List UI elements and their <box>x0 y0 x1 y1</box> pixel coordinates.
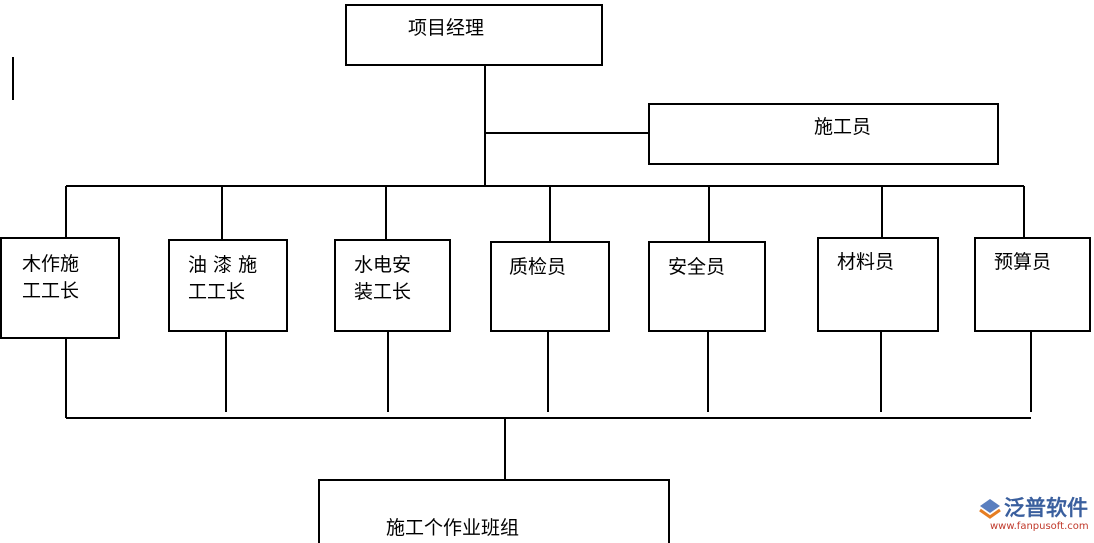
node-role-label-line2: 工工长 <box>188 281 245 303</box>
watermark-name: 泛普软件 <box>1004 496 1088 520</box>
watermark: 泛普软件 www.fanpusoft.com <box>979 496 1089 532</box>
node-role-painting: 油 漆 施 工工长 <box>168 239 288 332</box>
node-role-label-line2: 装工长 <box>354 281 411 303</box>
fanpu-logo-icon <box>979 499 1001 519</box>
node-role-label-line1: 材料员 <box>837 251 894 273</box>
node-role-label-line2: 工工长 <box>22 280 79 302</box>
node-role-safety-officer: 安全员 <box>648 241 766 332</box>
node-role-plumbing-electrical: 水电安 装工长 <box>334 239 451 332</box>
node-work-team-label: 施工个作业班组 <box>386 517 519 539</box>
node-role-label-line1: 油 漆 施 <box>188 254 257 276</box>
node-role-quality-inspector: 质检员 <box>490 241 610 332</box>
node-manager-label: 项目经理 <box>408 17 484 39</box>
node-role-label-line1: 预算员 <box>994 251 1051 273</box>
node-supervisor: 施工员 <box>648 103 999 165</box>
node-work-team: 施工个作业班组 <box>318 479 670 543</box>
node-role-label-line1: 水电安 <box>354 254 411 276</box>
node-supervisor-label: 施工员 <box>814 116 871 138</box>
node-role-label-line1: 质检员 <box>509 256 566 278</box>
node-role-carpentry: 木作施 工工长 <box>0 237 120 339</box>
watermark-url: www.fanpusoft.com <box>990 521 1089 532</box>
node-manager: 项目经理 <box>345 4 603 66</box>
node-role-label-line1: 安全员 <box>668 256 725 278</box>
node-role-materials-officer: 材料员 <box>817 237 939 332</box>
node-role-label-line1: 木作施 <box>22 253 79 275</box>
node-role-budget-officer: 预算员 <box>974 237 1091 332</box>
